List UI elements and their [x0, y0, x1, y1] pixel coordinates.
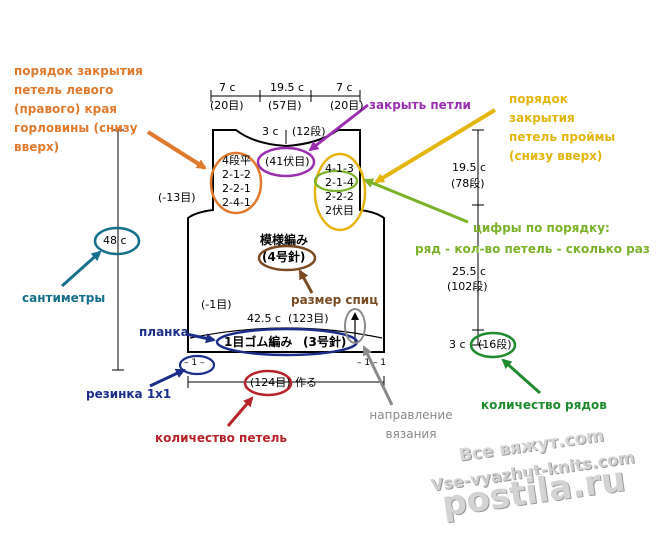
direction-note: направление вязания: [369, 408, 453, 441]
top-right-cm: 7 c: [336, 81, 353, 94]
armhole-rows: (78段): [451, 177, 485, 190]
top-dimension-lines: [210, 90, 361, 144]
lower-stitches: (123目): [288, 312, 329, 325]
ribbing-label: 1目ゴム編み: [224, 335, 293, 349]
digits-order-detail: ряд - кол-во петель - сколько раз: [415, 242, 650, 256]
neck-seq-1: 2-1-2: [222, 168, 251, 181]
lower-width: 42.5 c: [247, 312, 282, 325]
arm-seq-3: 2伏目: [325, 204, 354, 217]
armhole-row-ellipse: [313, 169, 359, 193]
cast-on-ellipse: [243, 369, 293, 397]
cm-arrow: [60, 250, 102, 288]
left-height-line: [112, 129, 124, 371]
armhole-order-note: порядок закрытия петель проймы (снизу вв…: [509, 92, 616, 163]
body-height-ellipse: [93, 226, 141, 256]
digits-order-note: цифры по порядку:: [473, 221, 610, 235]
bindoff-ellipse: [256, 146, 316, 178]
digits-arrow: [363, 178, 469, 224]
arm-seq-0: 4-1-3: [325, 162, 354, 175]
band-note: планка: [139, 325, 189, 339]
neck-seq-3: 2-4-1: [222, 196, 251, 209]
ribbing-needle: (3号針): [303, 335, 347, 349]
centimeters-note: сантиметры: [22, 291, 106, 305]
neck-bindoff: (41伏目): [265, 155, 310, 168]
lower-decrease: (-1目): [201, 298, 232, 311]
stitches-arrow: [226, 396, 254, 427]
rib-pattern-left: – 1 –: [184, 358, 205, 368]
neck-arrow: [146, 130, 207, 170]
rib-note: резинка 1х1: [86, 387, 172, 401]
rib-height-cm: 3 c: [449, 338, 466, 351]
body-length-rows: (102段): [447, 280, 488, 293]
cast-on-action: 作る: [295, 376, 317, 389]
arm-seq-2: 2-2-2: [325, 190, 354, 203]
body-height: 48 c: [103, 234, 127, 247]
rib-arrow: [149, 368, 186, 388]
rib-pattern-ellipse: [178, 354, 216, 376]
bindoff-note: закрыть петли: [369, 98, 471, 112]
rib-height-rows: (16段): [478, 338, 512, 351]
needle-arrow: [298, 269, 314, 294]
band-arrow: [185, 332, 216, 344]
armhole-height: 19.5 c: [452, 161, 487, 174]
body-length-cm: 25.5 c: [452, 265, 487, 278]
direction-ellipse: [344, 308, 366, 344]
rib-rows-ellipse: [469, 331, 517, 359]
needle-ellipse: [257, 244, 317, 272]
top-left-stitches: (20目): [210, 99, 244, 112]
top-center-cm: 19.5 c: [270, 81, 305, 94]
arm-seq-1: 2-1-4: [325, 176, 354, 189]
neck-order-note: порядок закрытия петель левого (правого)…: [14, 64, 143, 154]
neck-seq-0: 4段平: [222, 154, 251, 167]
neck-rows: (12段): [292, 125, 326, 138]
cast-on-count: (124目): [250, 376, 291, 389]
top-center-stitches: (57目): [268, 99, 302, 112]
armhole-sequence-ellipse: [313, 152, 367, 232]
needle-main: (4号針): [262, 250, 306, 264]
side-decrease: (-13目): [158, 191, 196, 204]
right-height-line: [472, 129, 484, 346]
neck-seq-2: 2-2-1: [222, 182, 251, 195]
neck-sequence-ellipse: [209, 151, 263, 215]
direction-arrow: [362, 345, 394, 406]
armhole-arrow: [374, 108, 497, 184]
top-right-stitches: (20目): [330, 99, 364, 112]
top-left-cm: 7 c: [219, 81, 236, 94]
bindoff-arrow: [308, 103, 369, 152]
rib-pattern-right: – 1 – 1: [357, 358, 387, 368]
neck-depth: 3 c: [262, 125, 279, 138]
stitch-count-note: количество петель: [155, 431, 287, 445]
row-count-note: количество рядов: [481, 398, 607, 412]
rows-arrow: [501, 358, 541, 395]
pattern-name: 模様編み: [260, 233, 309, 247]
needle-size-note: размер спиц: [291, 293, 379, 307]
